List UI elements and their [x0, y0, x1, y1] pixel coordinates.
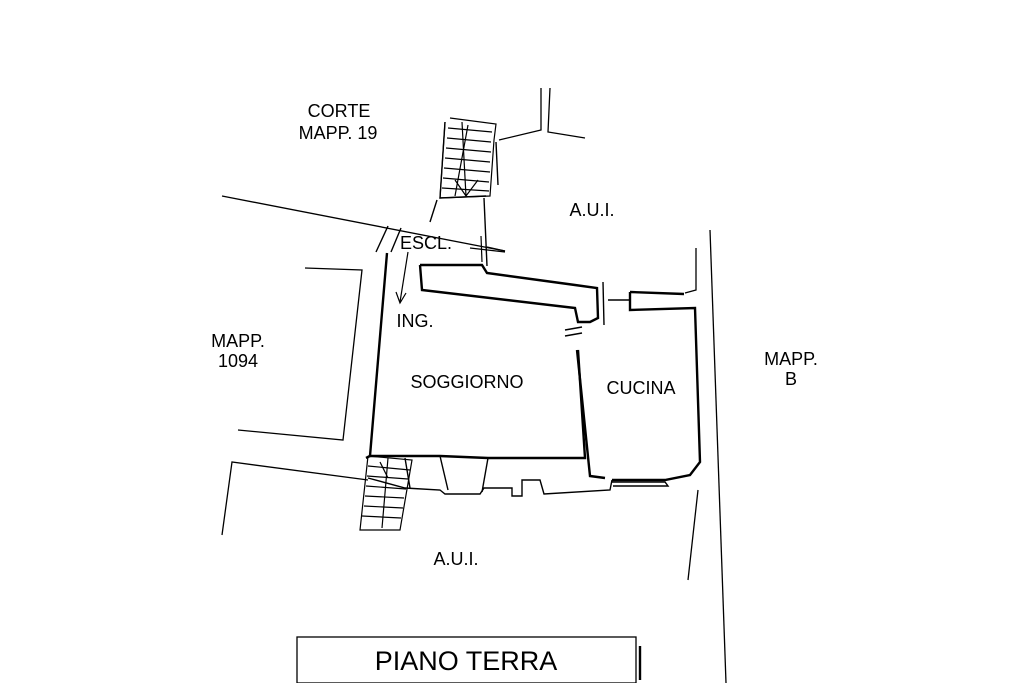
label-aui-top: A.U.I.: [569, 200, 614, 220]
title-box: PIANO TERRA: [296, 636, 642, 683]
label-mapp-1094: MAPP.: [211, 331, 265, 351]
label-ing: ING.: [396, 311, 433, 331]
entrance-arrow: [395, 235, 506, 305]
plan-title: PIANO TERRA: [375, 646, 558, 676]
label-mapp-b-letter: B: [785, 369, 797, 389]
label-corte-mapp: MAPP. 19: [299, 123, 378, 143]
label-cucina: CUCINA: [606, 378, 675, 398]
label-escl: ESCL.: [400, 233, 452, 253]
label-aui-bottom: A.U.I.: [433, 549, 478, 569]
label-mapp-b: MAPP.: [764, 349, 818, 369]
boundary-lines: [221, 87, 727, 683]
staircase-bottom: [359, 455, 413, 531]
label-soggiorno: SOGGIORNO: [410, 372, 523, 392]
label-corte: CORTE: [308, 101, 371, 121]
staircase-top: [439, 117, 497, 199]
label-mapp-1094-number: 1094: [218, 351, 258, 371]
secondary-walls: [367, 121, 670, 497]
